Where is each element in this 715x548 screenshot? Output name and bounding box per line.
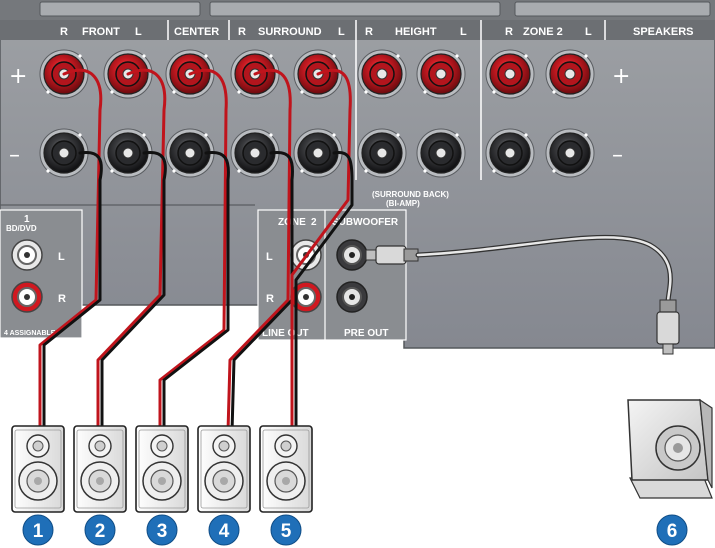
input-jack-l[interactable] xyxy=(11,239,43,271)
speaker-1 xyxy=(11,425,65,513)
front-l-label: L xyxy=(135,26,142,38)
badge-2-label: 2 xyxy=(95,521,106,542)
cable-speaker-2-negative xyxy=(100,150,167,434)
input-jack-r[interactable] xyxy=(11,281,43,313)
subwoofer-pre-out-jack-2[interactable] xyxy=(336,281,368,313)
terminal-center-negative[interactable] xyxy=(165,128,215,178)
zone2-r-label: R xyxy=(505,26,513,38)
subwoofer xyxy=(627,398,713,499)
cable-speaker-2-positive xyxy=(96,68,167,434)
line-out-r-label: R xyxy=(266,293,274,305)
badge-6: 6 xyxy=(656,514,688,546)
cable-speaker-1-negative xyxy=(42,150,103,434)
height-l-label: L xyxy=(460,26,467,38)
terminal-height-r-negative[interactable] xyxy=(357,128,407,178)
terminal-height-l-negative[interactable] xyxy=(416,128,466,178)
surround-section-label: SURROUND xyxy=(258,26,322,38)
badge-6-label: 6 xyxy=(667,521,678,542)
terminal-zone2-r-negative[interactable] xyxy=(485,128,535,178)
surround-r-label: R xyxy=(238,26,246,38)
speakers-label: SPEAKERS xyxy=(633,26,694,38)
input-r-label: R xyxy=(58,293,66,305)
terminal-zone2-l-positive[interactable] xyxy=(545,49,595,99)
plus-sign-right: + xyxy=(612,64,630,89)
front-r-label: R xyxy=(60,26,68,38)
section-labels: R FRONT L CENTER R SURROUND L R HEIGHT L… xyxy=(9,26,694,208)
line-out-l-label: L xyxy=(266,251,273,263)
speaker-row xyxy=(11,425,313,513)
line-out-label: LINE OUT xyxy=(262,328,309,339)
subwoofer-label: SUBWOOFER xyxy=(332,217,399,228)
cable-speaker-3-positive xyxy=(158,68,228,434)
speaker-terminals xyxy=(39,49,595,178)
subwoofer-pre-out-jack-1[interactable] xyxy=(336,239,368,271)
speaker-2 xyxy=(73,425,127,513)
pre-out-label: PRE OUT xyxy=(344,328,388,339)
badge-1: 1 xyxy=(22,514,54,546)
height-section-label: HEIGHT xyxy=(395,26,437,38)
subwoofer-cable xyxy=(365,234,680,355)
front-section-label: FRONT xyxy=(82,26,120,38)
speaker-3 xyxy=(135,425,189,513)
input-name-label: BD/DVD xyxy=(6,224,37,233)
rca-jacks xyxy=(11,239,368,313)
minus-sign-left: – xyxy=(9,143,20,168)
terminal-height-r-positive[interactable] xyxy=(357,49,407,99)
terminal-surround-l-negative[interactable] xyxy=(293,128,343,178)
badge-5-label: 5 xyxy=(281,521,292,542)
badge-4: 4 xyxy=(208,514,240,546)
speaker-5 xyxy=(259,425,313,513)
cable-speaker-5-positive xyxy=(290,68,352,434)
badge-3: 3 xyxy=(146,514,178,546)
terminal-zone2-l-negative[interactable] xyxy=(545,128,595,178)
center-section-label: CENTER xyxy=(174,26,219,38)
speaker-cables xyxy=(38,68,354,434)
minus-sign-right: – xyxy=(612,143,623,168)
number-badges: 1 2 3 4 5 6 xyxy=(22,514,688,546)
terminal-front-r-positive[interactable] xyxy=(39,49,89,99)
zone2-section-label: ZONE 2 xyxy=(523,26,563,38)
terminal-surround-r-negative[interactable] xyxy=(230,128,280,178)
plus-sign-left: + xyxy=(9,64,27,89)
input-assignable-label: 4 ASSIGNABLE xyxy=(4,330,56,337)
input-l-label: L xyxy=(58,251,65,263)
zone-number-label: 2 xyxy=(311,217,317,228)
badge-3-label: 3 xyxy=(157,521,168,542)
terminal-height-l-positive[interactable] xyxy=(416,49,466,99)
surround-back-label: (SURROUND BACK) xyxy=(372,190,449,199)
zone2-l-label: L xyxy=(585,26,592,38)
terminal-zone2-r-positive[interactable] xyxy=(485,49,535,99)
cable-speaker-3-negative xyxy=(162,150,230,434)
surround-l-label: L xyxy=(338,26,345,38)
bi-amp-label: (BI-AMP) xyxy=(386,199,420,208)
cable-speaker-5-negative xyxy=(294,150,354,434)
badge-1-label: 1 xyxy=(33,521,44,542)
badge-2: 2 xyxy=(84,514,116,546)
badge-5: 5 xyxy=(270,514,302,546)
speaker-4 xyxy=(197,425,251,513)
cable-speaker-4-positive xyxy=(226,68,292,434)
cable-speaker-1-positive xyxy=(38,68,103,434)
height-r-label: R xyxy=(365,26,373,38)
badge-4-label: 4 xyxy=(219,521,230,542)
input-number-label: 1 xyxy=(24,214,30,225)
terminal-front-l-negative[interactable] xyxy=(103,128,153,178)
terminal-front-r-negative[interactable] xyxy=(39,128,89,178)
zone2-line-out-jack-r[interactable] xyxy=(290,281,322,313)
